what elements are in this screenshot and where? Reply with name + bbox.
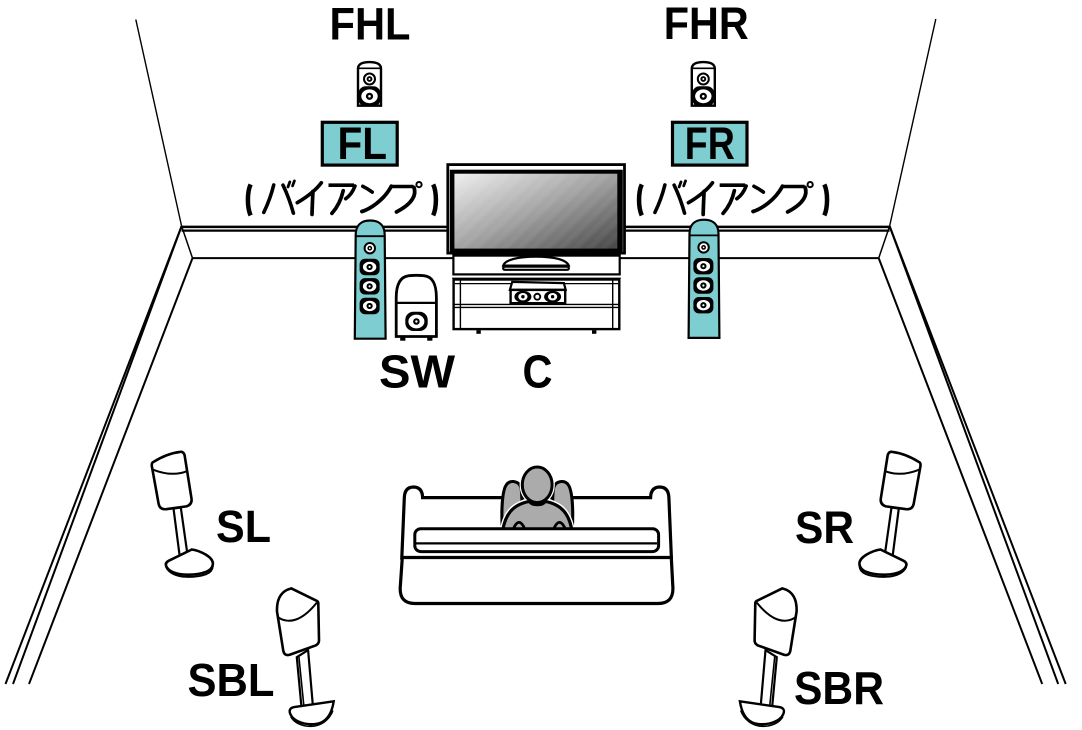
svg-text:FR: FR [685,118,735,169]
svg-text:SW: SW [379,346,456,398]
svg-text:SR: SR [795,502,854,553]
svg-text:FL: FL [338,118,388,169]
svg-text:SBR: SBR [794,662,884,714]
svg-text:FHR: FHR [664,0,749,49]
svg-text:SBL: SBL [188,654,275,706]
svg-text:C: C [523,346,553,398]
svg-text:SL: SL [216,501,271,552]
svg-text:FHL: FHL [330,0,411,49]
